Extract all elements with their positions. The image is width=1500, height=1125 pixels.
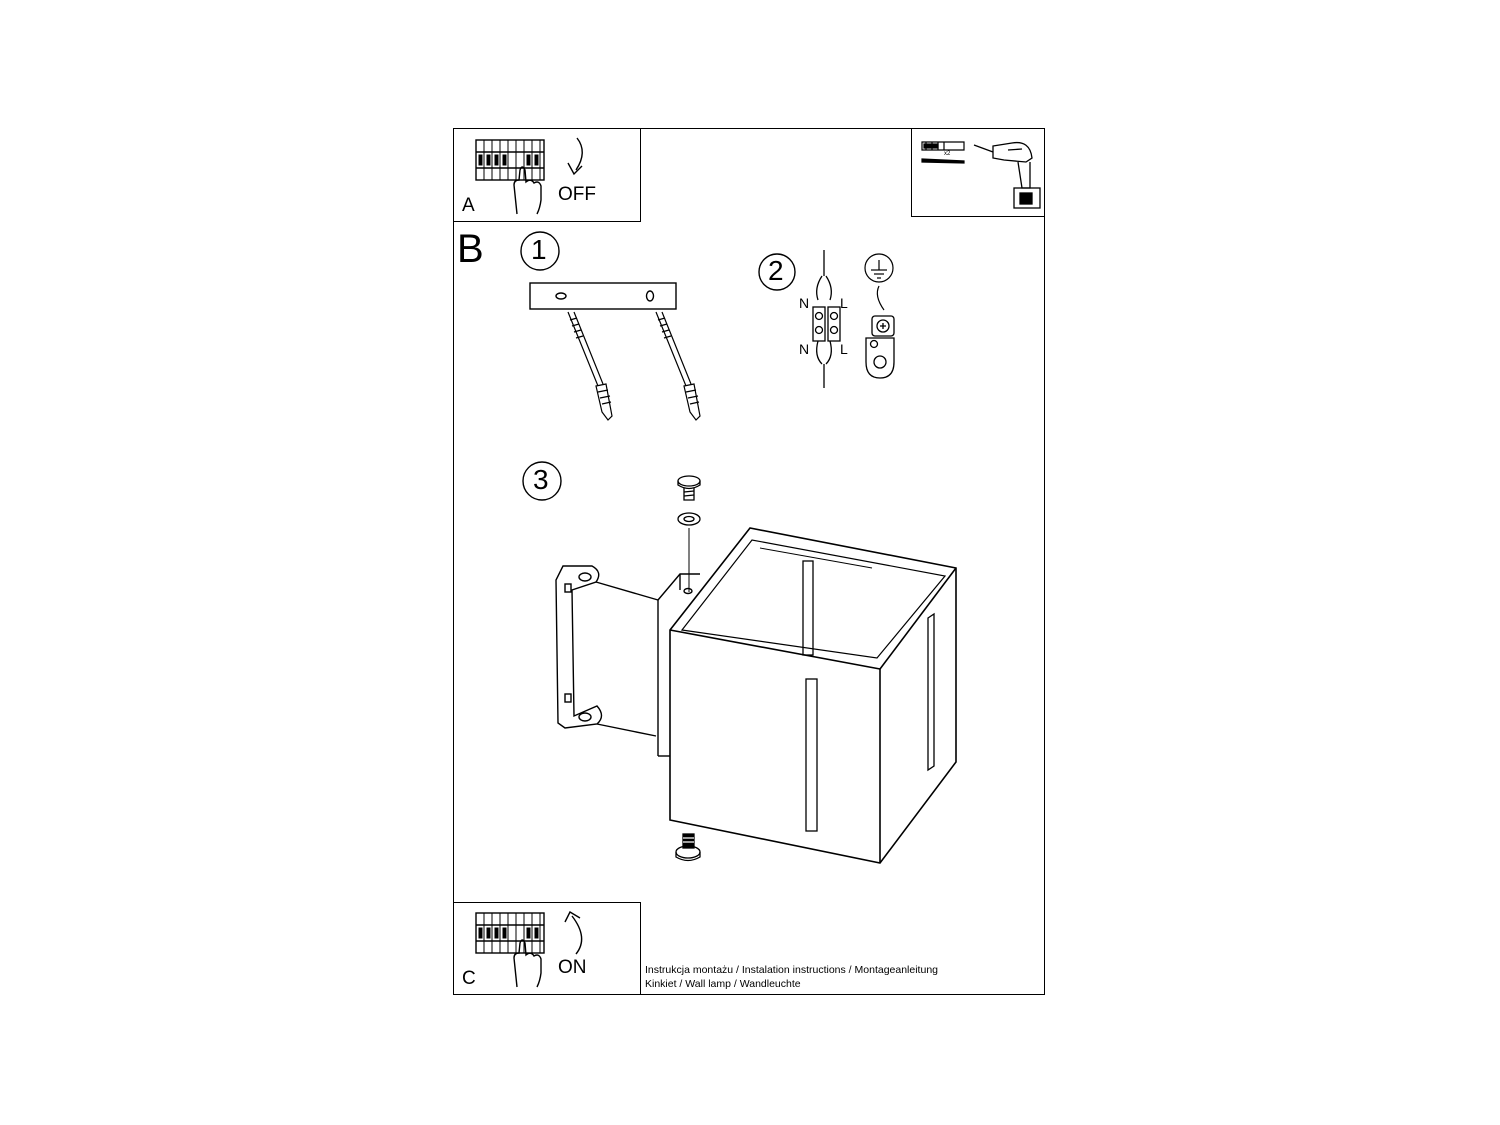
- hand-icon-a: [513, 166, 542, 215]
- instruction-sheet: [453, 128, 1045, 995]
- step-3-label: 3: [533, 464, 549, 495]
- arrow-up-icon: [564, 911, 583, 955]
- dowel-count: x2: [944, 151, 951, 157]
- ground-terminal-icon: [865, 315, 895, 379]
- step-1-label: 1: [531, 234, 547, 265]
- panel-c-action: ON: [558, 957, 587, 978]
- wire-l-top: L: [840, 295, 848, 311]
- lamp-mount-block: [657, 573, 700, 757]
- top-screw-icon: [677, 475, 701, 501]
- tools-panel: [911, 128, 1045, 217]
- footer-title: Instrukcja montażu / Instalation instruc…: [645, 964, 938, 976]
- step-1-circle: [520, 231, 560, 271]
- screw-left-icon: [567, 311, 613, 421]
- footer-subtitle: Kinkiet / Wall lamp / Wandleuchte: [645, 978, 801, 990]
- panel-c-letter: C: [462, 968, 476, 989]
- panel-b-letter: B: [457, 227, 484, 271]
- screw-right-icon: [655, 311, 701, 421]
- ground-symbol-icon: [864, 253, 894, 311]
- breaker-icon-c: [475, 912, 545, 954]
- mounting-plate: [529, 282, 677, 310]
- washer-icon: [677, 512, 701, 526]
- bottom-screw-icon: [675, 833, 701, 862]
- panel-c: [453, 902, 641, 995]
- step-3-circle: [522, 461, 562, 501]
- dowel-icon: [921, 141, 965, 164]
- wire-n-bottom: N: [799, 341, 810, 357]
- wire-n-top: N: [799, 295, 810, 311]
- wire-l-bottom: L: [840, 341, 848, 357]
- panel-a: [453, 128, 641, 222]
- arrow-down-icon: [567, 137, 583, 176]
- lamp-cube: [669, 527, 957, 864]
- terminal-block-icon: [812, 250, 841, 388]
- panel-a-action: OFF: [558, 184, 596, 205]
- breaker-icon-a: [475, 139, 545, 181]
- wall-bracket: [555, 565, 659, 737]
- step-2-label: 2: [768, 255, 784, 286]
- hand-icon-c: [513, 939, 542, 988]
- step-2-circle: [758, 253, 796, 291]
- drill-icon: [973, 141, 1041, 209]
- panel-a-letter: A: [462, 195, 475, 216]
